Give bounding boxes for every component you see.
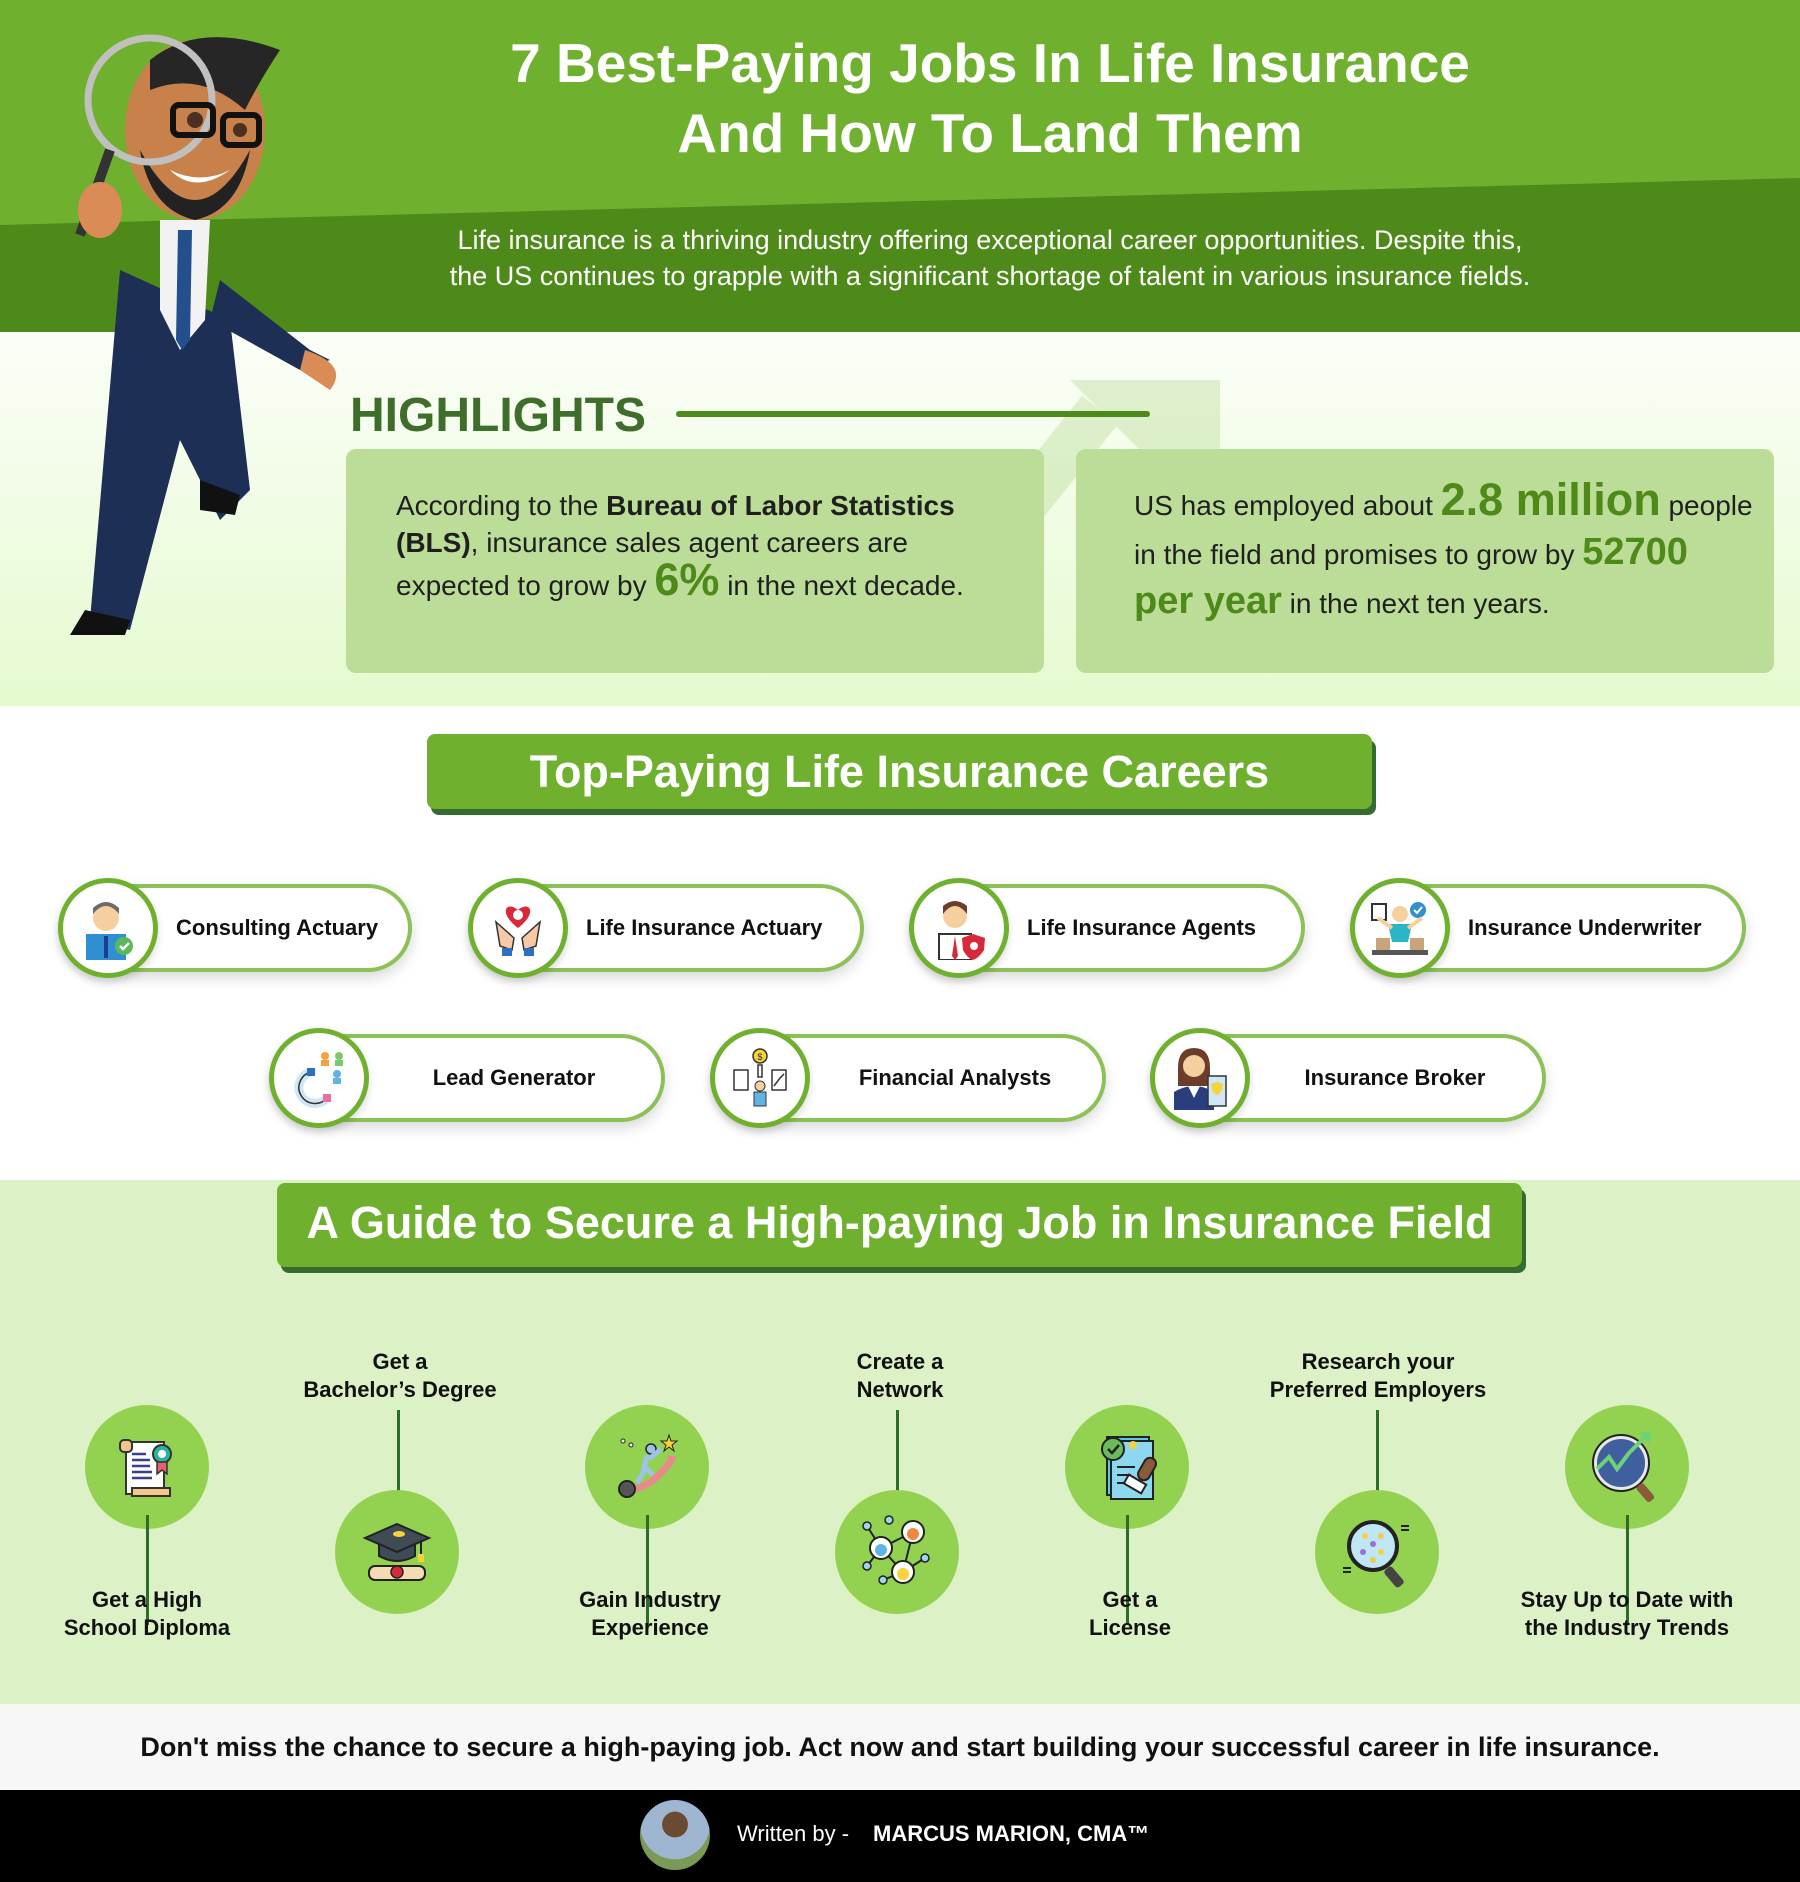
step-label-line: Stay Up to Date with	[1520, 1587, 1734, 1612]
network-icon	[835, 1490, 959, 1614]
step-connector	[1626, 1515, 1629, 1625]
magnet-people-icon	[269, 1028, 369, 1128]
closing-call-to-action: Don't miss the chance to secure a high-p…	[0, 1704, 1800, 1790]
career-item: $ Financial Analysts	[710, 1028, 1106, 1128]
highlights-divider	[676, 411, 1150, 417]
step-label-line: Gain Industry	[579, 1587, 721, 1612]
employed-stat: 2.8 million	[1440, 474, 1661, 525]
step-connector	[1376, 1410, 1379, 1520]
guide-section	[0, 1180, 1800, 1704]
mascot-detective-icon	[70, 34, 337, 635]
career-label: Life Insurance Agents	[1027, 915, 1257, 940]
step-label-line: Network	[856, 1377, 944, 1402]
career-label: Insurance Underwriter	[1468, 915, 1702, 940]
text-fragment: people in the field and promises to grow…	[1134, 490, 1753, 570]
highlight-card-bls-text: According to the Bureau of Labor Statist…	[396, 487, 1016, 604]
magnifier-people-icon	[1315, 1490, 1439, 1614]
step-label: Create a Network	[770, 1348, 1030, 1404]
career-label: Insurance Broker	[1304, 1065, 1486, 1090]
guide-heading: A Guide to Secure a High-paying Job in I…	[277, 1183, 1522, 1267]
text-fragment: US has employed about	[1134, 490, 1441, 521]
step-label-line: Get a	[372, 1349, 428, 1374]
finance-chart-icon: $	[710, 1028, 810, 1128]
step-label: Stay Up to Date with the Industry Trends	[1497, 1586, 1757, 1642]
climb-growth-icon	[585, 1405, 709, 1529]
heart-hands-icon	[468, 878, 568, 978]
license-stamp-icon	[1065, 1405, 1189, 1529]
svg-text:$: $	[757, 1052, 762, 1062]
step-label-line: Research your	[1301, 1349, 1455, 1374]
text-fragment: in the next decade.	[719, 570, 964, 601]
step-label-line: Preferred Employers	[1269, 1377, 1487, 1402]
step-label-line: Get a High	[91, 1587, 202, 1612]
step-label-line: School Diploma	[63, 1615, 231, 1640]
career-item: Consulting Actuary	[58, 878, 412, 978]
growth-per-year-stat: 52700 per year	[1134, 531, 1688, 622]
step-label-line: Bachelor’s Degree	[303, 1377, 497, 1402]
step-connector	[646, 1515, 649, 1625]
text-fragment: According to the	[396, 490, 607, 521]
step-connector	[397, 1410, 400, 1520]
actuary-person-icon	[58, 878, 158, 978]
footer-bar	[0, 1790, 1800, 1882]
step-label-line: License	[1089, 1615, 1171, 1640]
growth-percent-stat: 6%	[654, 554, 720, 605]
underwriter-icon	[1350, 878, 1450, 978]
career-label: Consulting Actuary	[176, 915, 379, 940]
author-name: MARCUS MARION, CMA™	[873, 1821, 1150, 1846]
intro-line-1: Life insurance is a thriving industry of…	[457, 225, 1523, 255]
author-avatar	[640, 1800, 710, 1870]
career-item: Insurance Underwriter	[1350, 878, 1746, 978]
career-label: Lead Generator	[432, 1065, 596, 1090]
broker-woman-icon	[1150, 1028, 1250, 1128]
highlights-title: HIGHLIGHTS	[350, 389, 646, 442]
step-label-line: Get a	[1102, 1587, 1158, 1612]
title-line-1: 7 Best-Paying Jobs In Life Insurance	[510, 32, 1470, 94]
intro-line-2: the US continues to grapple with a signi…	[449, 261, 1531, 291]
text-fragment: in the next ten years.	[1281, 588, 1550, 619]
highlight-card-bls: According to the Bureau of Labor Statist…	[346, 449, 1044, 673]
intro-text: Life insurance is a thriving industry of…	[360, 222, 1620, 294]
agent-shield-icon	[909, 878, 1009, 978]
careers-heading: Top-Paying Life Insurance Careers	[427, 734, 1372, 809]
step-label: Get a Bachelor’s Degree	[270, 1348, 530, 1404]
written-by-label: Written by -	[737, 1821, 850, 1846]
graduation-cap-icon	[335, 1490, 459, 1614]
career-item: Insurance Broker	[1150, 1028, 1546, 1128]
bls-source: Bureau of Labor Statistics (BLS)	[396, 490, 955, 558]
step-connector	[896, 1410, 899, 1520]
step-connector	[1126, 1515, 1129, 1625]
step-label-line: Create a	[856, 1349, 944, 1374]
title-line-2: And How To Land Them	[677, 102, 1303, 164]
step-connector	[146, 1515, 149, 1625]
career-item: Life Insurance Actuary	[468, 878, 864, 978]
career-item: Life Insurance Agents	[909, 878, 1305, 978]
highlight-card-employment-text: US has employed about 2.8 million people…	[1134, 477, 1754, 627]
career-item: Lead Generator	[269, 1028, 665, 1128]
step-label-line: the Industry Trends	[1524, 1615, 1730, 1640]
trend-magnifier-icon	[1565, 1405, 1689, 1529]
career-label: Life Insurance Actuary	[586, 915, 823, 940]
step-label: Get a License	[1000, 1586, 1260, 1642]
highlight-card-employment: US has employed about 2.8 million people…	[1076, 449, 1774, 673]
text-fragment: , insurance sales agent careers are expe…	[396, 527, 909, 601]
career-label: Financial Analysts	[858, 1065, 1052, 1090]
step-label-line: Experience	[591, 1615, 709, 1640]
page-title: 7 Best-Paying Jobs In Life Insurance And…	[380, 28, 1600, 168]
diploma-icon	[85, 1405, 209, 1529]
header-banner	[0, 0, 1800, 332]
